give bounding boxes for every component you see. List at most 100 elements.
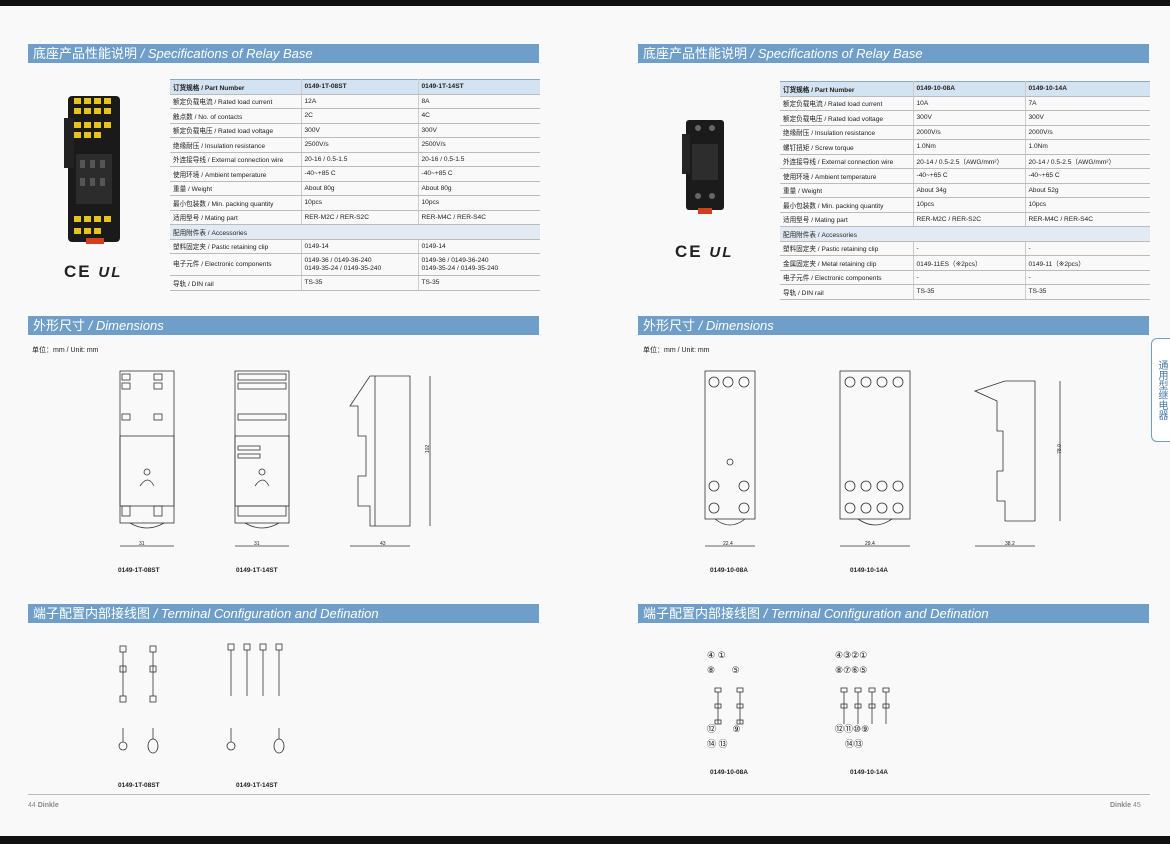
depth-dim: 43	[380, 541, 386, 547]
spec-cell: 10A	[913, 96, 1026, 111]
spec-cell: 2500V/s	[301, 137, 419, 153]
spec-cell: -40~+65 C	[1025, 168, 1150, 184]
spec-cell: 20-14 / 0.5-2.5（AWG/mm²）	[1025, 154, 1150, 169]
width-dim-1: 31	[139, 541, 145, 547]
spec-cell: 300V	[913, 110, 1026, 126]
spec-cell: About 80g	[301, 181, 419, 196]
spec-cell: 配用附件表 / Accessories	[170, 224, 540, 240]
spec-cell: About 52g	[1025, 183, 1150, 198]
spec-cell: 2C	[301, 108, 419, 124]
height-dim-right: 78.0	[1056, 444, 1063, 454]
term-caption-1: 0149-1T-08ST	[118, 782, 160, 789]
spec-cell: 使用环境 / Ambient temperature	[170, 166, 302, 182]
spec-cell: -40~+85 C	[301, 166, 419, 182]
spec-cell: -	[913, 241, 1026, 256]
terminal-title-en: / Terminal Configuration and Defination	[763, 606, 989, 621]
spec-cell: 10pcs	[418, 195, 540, 211]
relay-base-product-image	[64, 96, 120, 244]
spec-cell: 300V	[1025, 110, 1150, 126]
spec-cell: 订货规格 / Part Number	[170, 79, 302, 95]
specs-title-en: / Specifications of Relay Base	[750, 46, 923, 61]
spec-cell: 外连接导线 / External connection wire	[170, 152, 302, 167]
spec-cell: -40~+65 C	[913, 168, 1026, 184]
terminal-title-zh: 端子配置内部接线图	[643, 607, 761, 622]
spec-cell: 2000V/s	[1025, 125, 1150, 140]
spec-cell: 触点数 / No. of contacts	[170, 108, 302, 124]
catalog-spread: 底座产品性能说明 / Specifications of Relay Base …	[0, 6, 1170, 836]
unit-label-right: 单位：mm / Unit: mm	[643, 347, 710, 354]
page-number: 44	[28, 802, 36, 809]
spec-cell: RER-M4C / RER-S4C	[418, 210, 540, 225]
footer-line-right	[585, 794, 1150, 795]
dim-caption-1-right: 0149-10-08A	[710, 567, 748, 574]
spec-cell: 0149-11（※2pcs）	[1025, 255, 1150, 271]
spec-cell: 外连接导线 / External connection wire	[780, 154, 914, 169]
spec-cell: 额定负载电流 / Rated load current	[170, 94, 302, 109]
dim-caption-2-right: 0149-10-14A	[850, 567, 888, 574]
spec-cell: 1.0Nm	[913, 139, 1026, 155]
spec-cell: -	[1025, 241, 1150, 256]
footer-line	[28, 794, 585, 795]
dimension-drawings-left	[119, 370, 431, 547]
dimensions-title-en: / Dimensions	[88, 318, 164, 333]
width-dim-2-right: 29.4	[865, 541, 875, 547]
spec-cell: 使用环境 / Ambient temperature	[780, 168, 914, 184]
depth-dim-right: 38.2	[1005, 541, 1015, 547]
dimensions-section-bar: 外形尺寸 / Dimensions	[28, 316, 539, 335]
relay-base-product-image-right	[682, 120, 724, 214]
terminal-diagrams-left	[118, 643, 285, 754]
terminal-section-bar-right: 端子配置内部接线图 / Terminal Configuration and D…	[638, 604, 1149, 623]
spec-cell: 重量 / Weight	[170, 181, 302, 196]
spec-cell: 0149-14	[301, 239, 419, 254]
spec-cell: TS-35	[1025, 284, 1150, 300]
spec-row: 塑料固定夹 / Pastic retaining clip--	[780, 241, 1150, 256]
spec-cell: 0149-10-08A	[913, 81, 1026, 97]
spec-cell: 20-14 / 0.5-2.5（AWG/mm²）	[913, 154, 1026, 169]
dim-caption-2: 0149-1T-14ST	[236, 567, 278, 574]
spec-row: 电子元件 / Electronic components--	[780, 270, 1150, 285]
spec-cell: 0149-1T-08ST	[301, 79, 419, 95]
terminal-diagram-08a: ④ ① ⑧ ⑤ ⑫ ⑨ ⑭ ⑬	[707, 650, 741, 749]
specs-section-bar: 底座产品性能说明 / Specifications of Relay Base	[28, 44, 539, 63]
spec-cell: About 34g	[913, 183, 1026, 198]
accessories-group-row: 配用附件表 / Accessories	[780, 226, 1150, 242]
spec-cell: 金属固定夹 / Metal retaining clip	[780, 255, 914, 271]
spec-cell: TS-35	[301, 275, 419, 291]
height-dim: 102	[425, 444, 432, 454]
footer-left: 44 Dinkle	[28, 802, 59, 809]
accessories-group-row: 配用附件表 / Accessories	[170, 224, 540, 240]
side-category-tab[interactable]: 通用型继电器	[1151, 338, 1170, 442]
spec-cell: 额定负载电压 / Rated load voltage	[780, 110, 914, 126]
spec-cell: 8A	[418, 94, 540, 109]
ce-mark-right: CE UL	[675, 242, 734, 261]
spec-cell: 适用型号 / Mating part	[170, 210, 302, 225]
brand-name: Dinkle	[37, 802, 59, 809]
spec-cell: 绝缘耐压 / Insulation resistance	[780, 125, 914, 140]
spec-cell: 电子元件 / Electronic components	[780, 270, 914, 285]
term-caption-2: 0149-1T-14ST	[236, 782, 278, 789]
spec-cell: 7A	[1025, 96, 1150, 111]
spec-row: 使用环境 / Ambient temperature-40~+85 C-40~+…	[170, 166, 540, 182]
spec-cell: -40~+85 C	[418, 166, 540, 182]
left-page: 底座产品性能说明 / Specifications of Relay Base …	[0, 6, 585, 836]
term-caption-2-right: 0149-10-14A	[850, 769, 888, 776]
width-dim-1-right: 22.4	[723, 541, 733, 547]
spec-cell: 塑料固定夹 / Pastic retaining clip	[170, 239, 302, 254]
terminal-wiring-08a	[714, 687, 744, 725]
specs-title-en: / Specifications of Relay Base	[140, 46, 313, 61]
specs-title-zh: 底座产品性能说明	[33, 47, 138, 62]
spec-cell: 配用附件表 / Accessories	[780, 226, 1150, 242]
spec-cell: 300V	[301, 123, 419, 138]
ul-mark-right: UL	[709, 244, 734, 261]
